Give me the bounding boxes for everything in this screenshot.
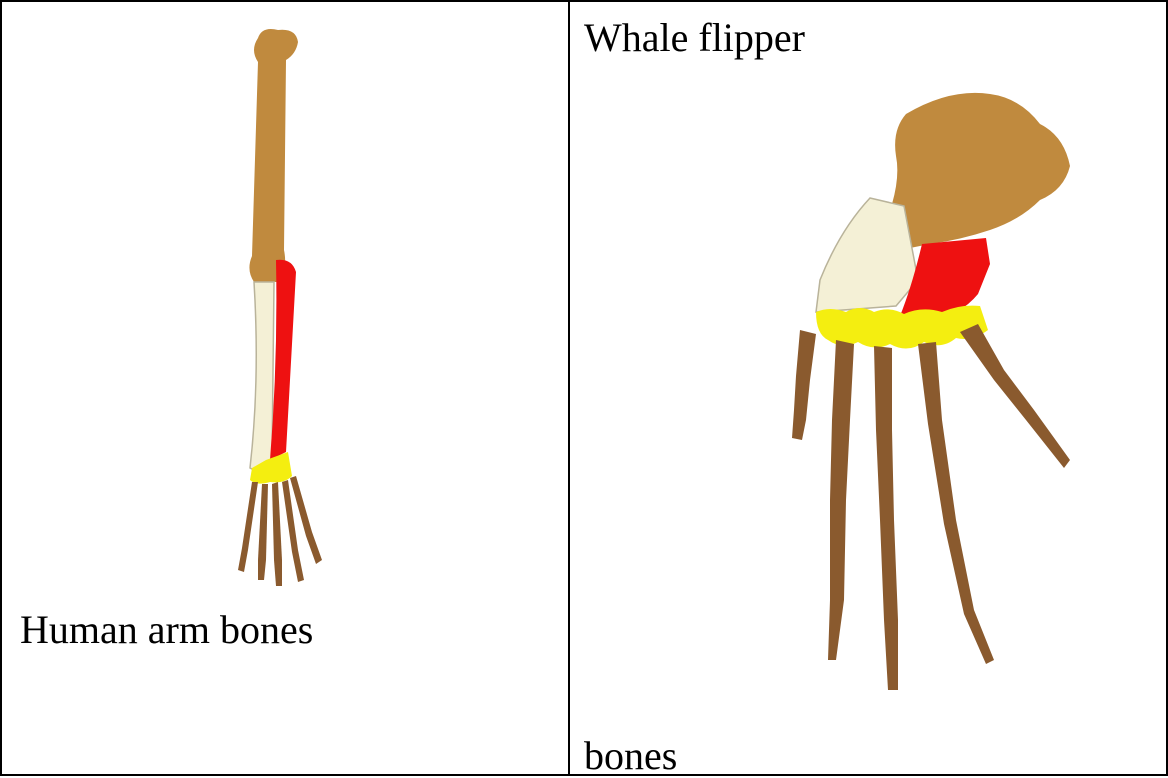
humerus-bone bbox=[890, 93, 1070, 250]
whale-flipper-title: Whale flipper bbox=[584, 18, 805, 58]
ulna-bone bbox=[816, 198, 918, 312]
table-column-divider bbox=[568, 0, 570, 776]
human-arm-caption: Human arm bones bbox=[20, 610, 313, 650]
phalanges bbox=[238, 476, 322, 586]
phalanges bbox=[792, 324, 1070, 690]
humerus-bone bbox=[249, 29, 298, 282]
human-arm-bones-icon bbox=[200, 20, 360, 600]
ulna-bone bbox=[250, 282, 274, 472]
whale-flipper-caption: bones bbox=[584, 736, 677, 776]
whale-flipper-bones-icon bbox=[660, 80, 1120, 720]
